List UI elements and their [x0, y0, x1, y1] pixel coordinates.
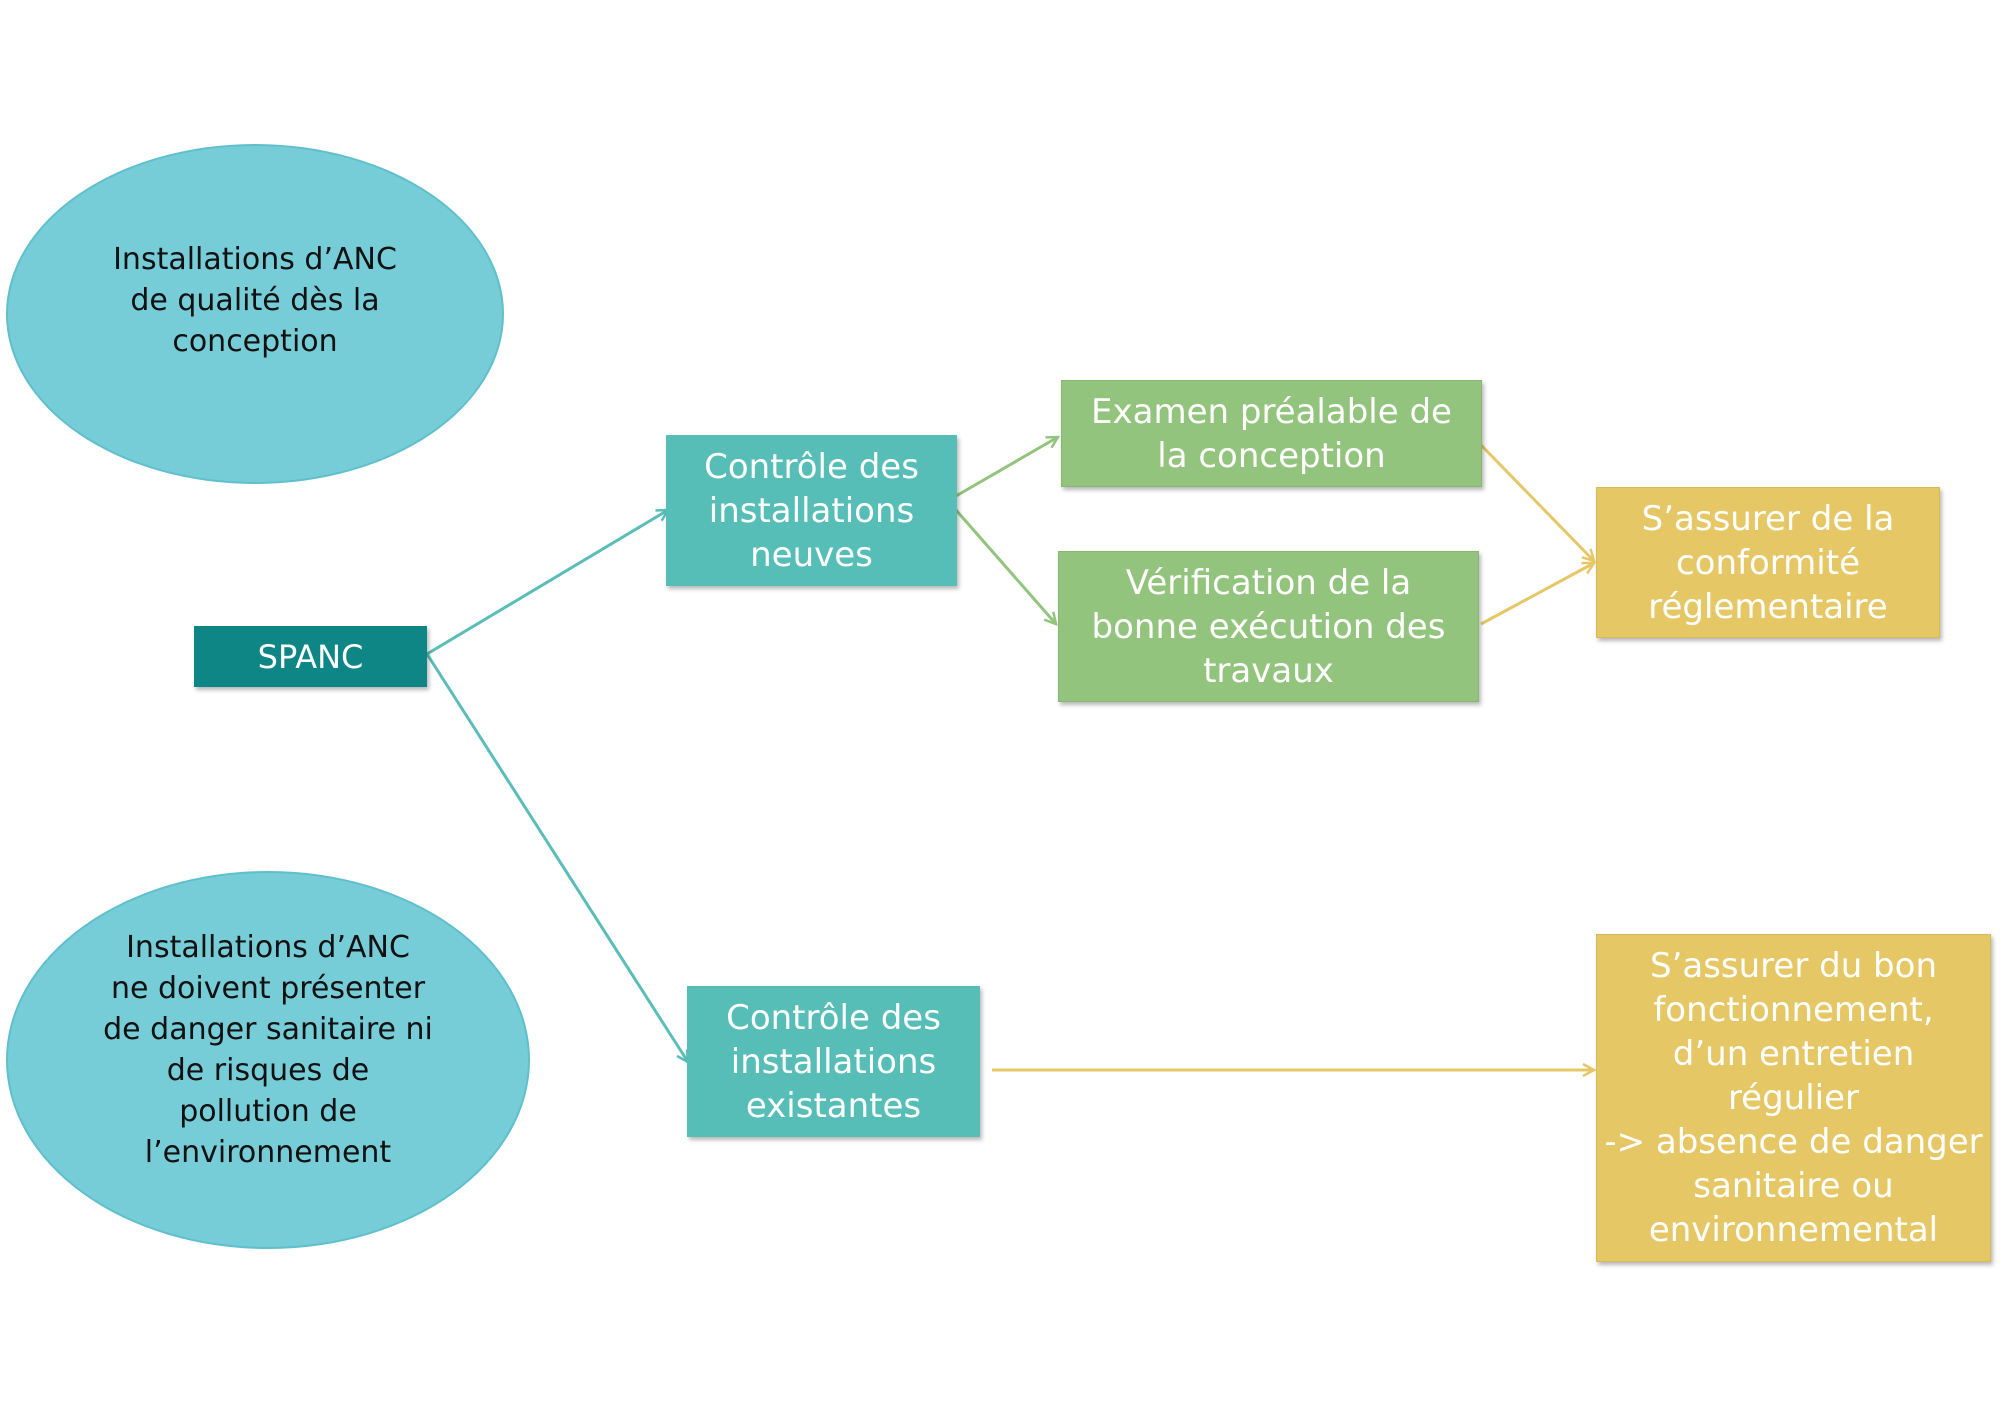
bon-fonctionnement-box: S’assurer du bon fonctionnement, d’un en…: [1596, 934, 1991, 1262]
ellipse-danger-sanitaire: Installations d’ANC ne doivent présenter…: [6, 871, 530, 1249]
arrow-neuves-to-examen: [955, 437, 1058, 498]
controle-installations-existantes-box: Contrôle des installations existantes: [687, 986, 980, 1137]
controle-installations-neuves-box: Contrôle des installations neuves: [666, 435, 957, 586]
spanc-box: SPANC: [194, 626, 427, 687]
examen-prealable-label: Examen préalable de la conception: [1091, 391, 1452, 476]
conformite-reglementaire-label: S’assurer de la conformité réglementaire: [1641, 498, 1895, 627]
spanc-label: SPANC: [257, 637, 364, 676]
controle-installations-neuves-label: Contrôle des installations neuves: [704, 446, 919, 575]
ellipse-qualite-conception: Installations d’ANC de qualité dès la co…: [6, 144, 504, 484]
ellipse-danger-sanitaire-label: Installations d’ANC ne doivent présenter…: [103, 930, 433, 1170]
ellipse-qualite-conception-label: Installations d’ANC de qualité dès la co…: [113, 241, 397, 359]
arrow-verification-to-conformite: [1480, 561, 1594, 626]
bon-fonctionnement-label: S’assurer du bon fonctionnement, d’un en…: [1604, 946, 1983, 1250]
arrow-neuves-to-verification: [954, 509, 1056, 624]
verification-execution-label: Vérification de la bonne exécution des t…: [1091, 562, 1446, 691]
verification-execution-box: Vérification de la bonne exécution des t…: [1058, 551, 1479, 702]
arrow-spanc-to-existantes: [425, 653, 688, 1062]
controle-installations-existantes-label: Contrôle des installations existantes: [726, 997, 941, 1126]
examen-prealable-box: Examen préalable de la conception: [1061, 380, 1482, 487]
arrow-spanc-to-neuves: [426, 510, 668, 656]
arrow-examen-to-conformite: [1478, 442, 1594, 561]
conformite-reglementaire-box: S’assurer de la conformité réglementaire: [1596, 487, 1940, 638]
